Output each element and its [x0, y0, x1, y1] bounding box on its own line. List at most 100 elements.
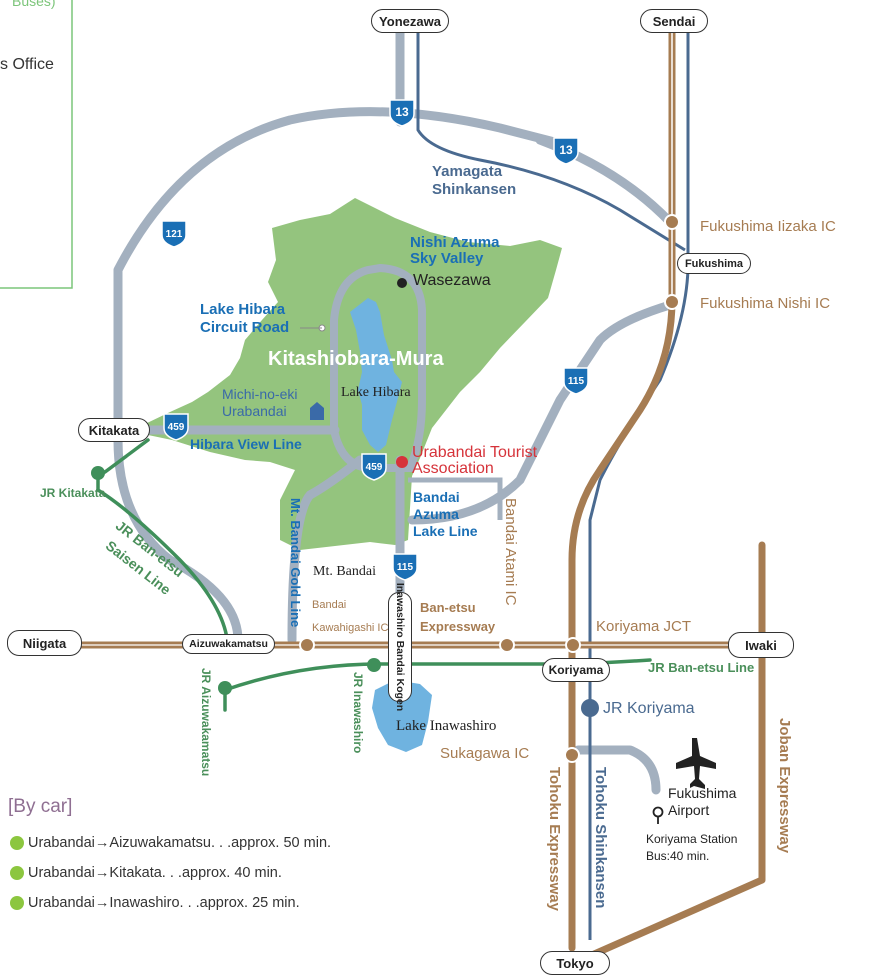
lake-hibara [350, 298, 402, 452]
label-jr-aizuwakamatsu: JR Aizuwakamatsu [199, 668, 213, 777]
airplane-icon [676, 738, 716, 789]
label-circuit-2: Circuit Road [200, 319, 290, 336]
jr-inawashiro-station [367, 658, 381, 672]
label-joban-expressway: Joban Expressway [776, 718, 793, 854]
city-sendai: Sendai [640, 9, 708, 33]
label-sukagawa-ic: Sukagawa IC [440, 745, 530, 762]
info-text-office: s Office [0, 56, 54, 73]
route-shield-number: 13 [559, 143, 573, 157]
route-115 [407, 300, 675, 525]
route-shield-number: 115 [568, 376, 585, 387]
route-shield-r459a: 459 [163, 413, 189, 441]
label-lake-inawashiro: Lake Inawashiro [396, 718, 497, 734]
label-nishi-azuma-2: Sky Valley [410, 250, 484, 267]
label-michinoeki-1: Michi-no-eki [222, 386, 298, 402]
route-shield-r115b: 115 [392, 553, 418, 581]
label-jr-kitakata: JR Kitakata [40, 486, 106, 500]
route-shield-r121: 121 [161, 220, 187, 248]
label-lake-hibara: Lake Hibara [341, 385, 411, 400]
route-shield-number: 459 [366, 462, 383, 473]
label-bus-1: Koriyama Station [646, 832, 738, 846]
wasezawa-marker [397, 278, 407, 288]
route-shield-number: 13 [395, 105, 409, 119]
by-car-title: [By car] [8, 796, 73, 817]
bullet-icon [10, 836, 24, 850]
village-area [145, 198, 562, 550]
label-hibara-view: Hibara View Line [190, 436, 302, 452]
label-fukushima-iizaka-ic: Fukushima Iizaka IC [700, 218, 836, 235]
label-yamagata-2: Shinkansen [432, 181, 517, 198]
label-bandai-atami-ic: Bandai Atami IC [502, 498, 519, 606]
label-bandai-kawahigashi-1: Bandai [312, 599, 347, 611]
jr-aizuwakamatsu-station [218, 681, 232, 695]
info-frame [0, 0, 73, 289]
label-ban-etsu-1: Ban-etsu [420, 600, 476, 615]
label-jr-inawashiro: JR Inawashiro [351, 672, 365, 754]
bullet-icon [10, 866, 24, 880]
route-shield-r13b: 13 [553, 137, 579, 165]
route-shield-r115a: 115 [563, 367, 589, 395]
label-koriyama-jct: Koriyama JCT [596, 618, 692, 635]
label-michinoeki-2: Urabandai [222, 403, 287, 419]
koriyama-jct [565, 637, 581, 653]
airport-road [573, 745, 661, 795]
station-inawashiro-bandai-kogen: Inawashiro Bandai Kogen [388, 583, 412, 711]
tourist-association-marker [396, 456, 408, 468]
info-text-buses: Buses) [12, 0, 56, 9]
label-tourist-1: Urabandai Tourist [412, 444, 538, 461]
city-kitakata: Kitakata [78, 418, 150, 442]
airport-pin-icon [652, 806, 664, 818]
lake-hibara-circuit [330, 263, 426, 472]
label-wasezawa: Wasezawa [413, 272, 491, 289]
bullet-icon [10, 896, 24, 910]
label-bandai-kawahigashi-2: Kawahigashi IC [312, 622, 389, 634]
city-yonezawa: Yonezawa [371, 9, 449, 33]
tohoku-shinkansen [588, 30, 690, 940]
fukushima-nishi-ic [664, 294, 680, 310]
city-koriyama: Koriyama [542, 658, 610, 682]
by-car-item: Urabandai→Aizuwakamatsu. . .approx. 50 m… [10, 835, 331, 851]
gold-line [287, 455, 365, 645]
label-nishi-azuma-1: Nishi Azuma [410, 234, 500, 251]
route-shield-number: 121 [166, 229, 183, 240]
label-bandai-azuma-1: Bandai [413, 489, 460, 505]
label-mt-bandai: Mt. Bandai [313, 564, 376, 579]
jr-kitakata-station [91, 466, 105, 480]
label-circuit-1: Lake Hibara [200, 301, 286, 318]
label-airport-1: Fukushima [668, 785, 737, 801]
bandai-atami-ic [499, 637, 515, 653]
lake-inawashiro [372, 680, 432, 752]
label-tohoku-expressway: Tohoku Expressway [546, 767, 563, 911]
label-airport-2: Airport [668, 802, 710, 818]
jr-koriyama-station [581, 699, 599, 717]
label-jr-koriyama: JR Koriyama [603, 700, 695, 717]
village-name: Kitashiobara-Mura [268, 348, 444, 370]
label-bandai-azuma-3: Lake Line [413, 523, 478, 539]
bandai-kawahigashi-ic [299, 637, 315, 653]
label-fukushima-nishi-ic: Fukushima Nishi IC [700, 295, 831, 312]
route-121-ring [113, 107, 575, 645]
by-car-item: Urabandai→Inawashiro. . .approx. 25 min. [10, 895, 300, 911]
label-tourist-2: Association [412, 460, 494, 477]
label-bus-2: Bus:40 min. [646, 849, 710, 863]
city-iwaki: Iwaki [728, 632, 794, 658]
route-shield-number: 459 [168, 422, 185, 433]
fukushima-iizaka-ic [664, 214, 680, 230]
label-tohoku-shinkansen: Tohoku Shinkansen [592, 767, 609, 909]
route-shield-number: 115 [397, 562, 414, 573]
sukagawa-ic [564, 747, 580, 763]
city-aizuwakamatsu: Aizuwakamatsu [182, 634, 275, 654]
city-fukushima: Fukushima [677, 253, 751, 274]
label-ban-etsu-2: Expressway [420, 619, 496, 634]
michinoeki-icon [310, 408, 324, 420]
route-shield-r459b: 459 [361, 453, 387, 481]
by-car-item: Urabandai→Kitakata. . .approx. 40 min. [10, 865, 282, 881]
label-gold-line: Mt. Bandai Gold Line [288, 498, 303, 628]
route-shield-r13a: 13 [389, 99, 415, 127]
label-yamagata-1: Yamagata [432, 163, 503, 180]
label-jr-ban-etsu-line: JR Ban-etsu Line [648, 660, 755, 675]
city-tokyo: Tokyo [540, 951, 610, 975]
city-niigata: Niigata [7, 630, 82, 656]
tohoku-expressway [568, 26, 676, 952]
